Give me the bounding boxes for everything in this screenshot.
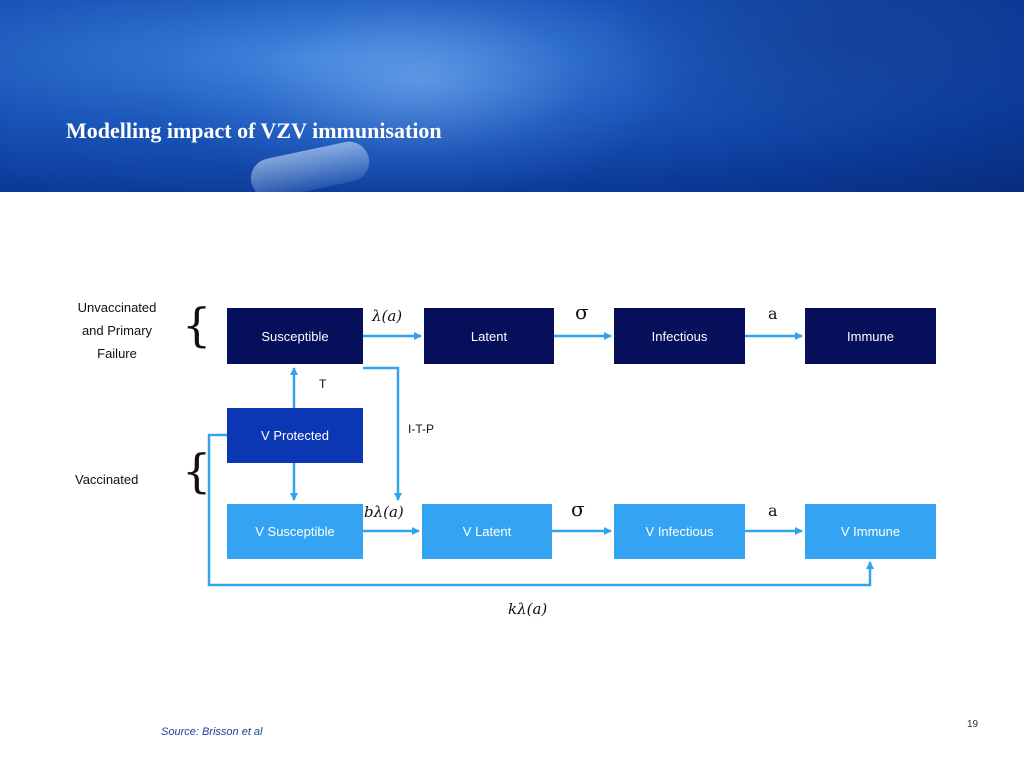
node-infectious: Infectious <box>614 308 745 364</box>
node-v-immune: V Immune <box>805 504 936 559</box>
unvaccinated-group-label: Unvaccinated and Primary Failure <box>64 296 170 365</box>
vaccinated-brace: { <box>182 444 212 498</box>
slide-title: Modelling impact of VZV immunisation <box>66 118 442 143</box>
node-immune: Immune <box>805 308 936 364</box>
unvaccinated-label-line1: Unvaccinated <box>77 300 157 315</box>
rate-b-lambda: bλ(a) <box>364 503 404 521</box>
banner-glow <box>160 0 680 192</box>
node-v-latent: V Latent <box>422 504 552 559</box>
rate-a-bottom: a <box>768 501 778 520</box>
node-v-susceptible: V Susceptible <box>227 504 363 559</box>
rate-k-lambda: kλ(a) <box>508 600 548 618</box>
unvaccinated-label-line2: and Primary <box>81 323 153 338</box>
unvaccinated-label-line3: Failure <box>97 346 137 361</box>
source-citation: Source: Brisson et al <box>161 726 263 738</box>
rate-a-top: a <box>768 304 778 323</box>
rate-lambda: λ(a) <box>372 307 403 325</box>
rate-sigma-bottom: σ <box>571 497 585 521</box>
rate-itp: I-T-P <box>408 422 434 436</box>
rate-sigma-top: σ <box>575 300 589 324</box>
arrow-itp-path <box>363 366 402 501</box>
node-v-infectious: V Infectious <box>614 504 745 559</box>
rate-t: T <box>319 377 327 391</box>
unvaccinated-brace: { <box>182 298 212 352</box>
vaccinated-group-label: Vaccinated <box>75 472 139 487</box>
header-banner: Modelling impact of VZV immunisation <box>0 0 1024 192</box>
node-susceptible: Susceptible <box>227 308 363 364</box>
page-number: 19 <box>967 719 979 730</box>
arrow-k-lambda-loop <box>207 433 874 587</box>
node-v-protected: V Protected <box>227 408 363 463</box>
node-latent: Latent <box>424 308 554 364</box>
